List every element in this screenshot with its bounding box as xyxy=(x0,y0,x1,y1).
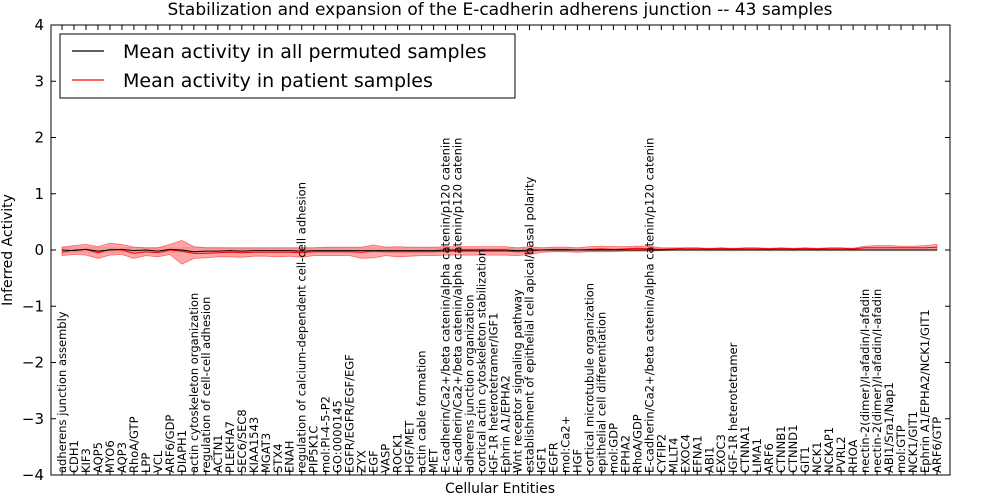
entity-label-48: RhoA/GDP xyxy=(630,414,644,473)
entity-label-36: IGF-1R heterotetramer/IGF1 xyxy=(487,313,501,473)
entity-label-43: HGF xyxy=(570,449,584,473)
y-tick-label-6: 2 xyxy=(34,129,44,147)
entity-label-49: E-cadherin/Ca2+/beta catenin/alpha caten… xyxy=(642,138,656,473)
y-tick-label-3: −1 xyxy=(22,297,44,315)
entity-label-32: E-cadherin/Ca2+/beta catenin/alpha caten… xyxy=(439,138,453,473)
entity-label-18: STX4 xyxy=(271,443,285,473)
entity-labels: adherens junction assemblyCDH1KIF3AQP5MY… xyxy=(55,138,944,473)
entity-label-66: RHOA xyxy=(846,440,860,473)
entity-label-70: mol:GTP xyxy=(894,425,908,473)
entity-label-24: EGFR/EGFR/EGF/EGF xyxy=(343,354,357,473)
entity-label-23: GO:0000145 xyxy=(331,400,345,473)
legend: Mean activity in all permuted samples Me… xyxy=(59,33,516,99)
entity-label-73: ARF6/GTP xyxy=(930,417,944,473)
entity-label-29: HGF/MET xyxy=(403,420,417,473)
entity-label-45: epithelial cell differentiation xyxy=(594,312,608,473)
entity-label-1: CDH1 xyxy=(67,440,81,473)
axis-ticks xyxy=(51,24,950,476)
legend-label-permuted: Mean activity in all permuted samples xyxy=(123,41,486,63)
entity-label-58: LIMA1 xyxy=(750,438,764,473)
entity-label-50: CYFIP2 xyxy=(654,434,668,473)
entity-label-21: PIP5K1C xyxy=(307,426,321,473)
entity-label-54: ABI1 xyxy=(702,447,716,473)
entity-label-41: EGFR xyxy=(546,442,560,473)
entity-label-63: NCK1 xyxy=(810,442,824,474)
entity-label-64: NCKAP1 xyxy=(822,427,836,473)
y-tick-label-4: 0 xyxy=(34,241,44,259)
legend-label-patient: Mean activity in patient samples xyxy=(123,70,433,92)
entity-label-15: SEC6/SEC8 xyxy=(235,409,249,473)
chart-title: Stabilization and expansion of the E-cad… xyxy=(167,0,832,20)
patient-mean-line xyxy=(61,246,938,254)
entity-label-8: VCL xyxy=(151,450,165,473)
entity-label-33: E-cadherin/Ca2+/beta catenin/alpha caten… xyxy=(451,138,465,473)
y-axis-label: Inferred Activity xyxy=(0,194,16,306)
y-tick-label-5: 1 xyxy=(34,185,44,203)
entity-label-28: ROCK1 xyxy=(391,433,405,473)
entity-label-20: regulation of calcium-dependent cell-cel… xyxy=(295,182,309,473)
entity-label-62: GIT1 xyxy=(798,446,812,473)
entity-label-0: adherens junction assembly xyxy=(55,311,69,473)
entity-label-10: DIAPH1 xyxy=(175,430,189,473)
entity-label-30: actin cable formation xyxy=(415,350,429,473)
spread-bands xyxy=(61,239,938,265)
y-tick-labels: −4 −3 −2 −1 0 1 2 3 4 xyxy=(22,16,44,484)
entity-label-16: KIAA1543 xyxy=(247,417,261,473)
entity-label-5: AQP3 xyxy=(115,442,129,473)
entity-label-40: IGF1 xyxy=(534,447,548,473)
entity-label-57: CTNNA1 xyxy=(738,426,752,473)
entity-label-53: EFNA1 xyxy=(690,435,704,473)
entity-label-44: cortical microtubule organization xyxy=(582,283,596,473)
entity-label-14: PLEKHA7 xyxy=(223,421,237,473)
entity-label-65: PVRL2 xyxy=(834,436,848,473)
entity-label-72: Ephrin A1/EPHA2/NCK1/GIT1 xyxy=(918,309,932,473)
entity-label-22: mol:PI-4-5-P2 xyxy=(319,396,333,473)
y-tick-label-8: 4 xyxy=(34,16,44,34)
entity-label-59: ARF6 xyxy=(762,443,776,473)
entity-label-38: Wnt receptor signaling pathway xyxy=(510,289,524,473)
entity-label-35: cortical actin cytoskeleton stabilizatio… xyxy=(475,249,489,473)
entity-label-3: AQP5 xyxy=(91,442,105,473)
entity-label-27: VASP xyxy=(379,444,393,473)
entity-label-69: ABI1/Sra1/Nap1 xyxy=(882,382,896,473)
entity-label-13: ACTN1 xyxy=(211,434,225,473)
entity-label-17: MGAT3 xyxy=(259,433,273,473)
entity-label-42: mol:Ca2+ xyxy=(558,416,572,473)
entity-label-47: EPHA2 xyxy=(618,435,632,473)
y-tick-label-2: −2 xyxy=(22,354,44,372)
x-axis-label: Cellular Entities xyxy=(445,481,555,497)
y-tick-label-0: −4 xyxy=(22,466,44,484)
entity-label-4: MYO6 xyxy=(103,440,117,473)
entity-label-26: EGF xyxy=(367,450,381,473)
entity-label-67: nectin-2(dimer)/I-afadin/I-afadin xyxy=(858,289,872,473)
entity-label-46: mol:GDP xyxy=(606,423,620,473)
patient-spread-band xyxy=(61,239,938,265)
y-tick-label-7: 3 xyxy=(34,72,44,90)
entity-label-61: CTNND1 xyxy=(786,425,800,473)
entity-label-19: ENAH xyxy=(283,441,297,473)
entity-label-6: RhoA/GTP xyxy=(127,416,141,473)
entity-label-2: KIF3 xyxy=(79,448,93,473)
entity-label-52: EXOC4 xyxy=(678,434,692,473)
entity-label-12: regulation of cell-cell adhesion xyxy=(199,297,213,473)
y-tick-label-1: −3 xyxy=(22,410,44,428)
entity-label-11: actin cytoskeleton organization xyxy=(187,293,201,473)
entity-label-56: IGF-1R heterotetramer xyxy=(726,342,740,473)
entity-label-51: MLLT4 xyxy=(666,438,680,474)
entity-label-9: ARF6/GDP xyxy=(163,415,177,473)
entity-label-68: nectin-2(dimer)/I-afadin/I-afadin xyxy=(870,289,884,473)
entity-label-60: CTNNB1 xyxy=(774,426,788,473)
entity-label-34: adherens junction organization xyxy=(463,295,477,473)
entity-label-7: LPP xyxy=(139,453,153,473)
legend-box xyxy=(59,33,516,99)
entity-label-55: EXOC3 xyxy=(714,434,728,473)
entity-label-31: MET xyxy=(427,448,441,473)
entity-label-39: establishment of epithelial cell apical/… xyxy=(522,177,536,473)
entity-label-25: ZYX xyxy=(355,450,369,473)
entity-label-37: Ephrin A1/EPHA2 xyxy=(498,375,512,473)
entity-label-71: NCK1/GIT1 xyxy=(906,411,920,473)
